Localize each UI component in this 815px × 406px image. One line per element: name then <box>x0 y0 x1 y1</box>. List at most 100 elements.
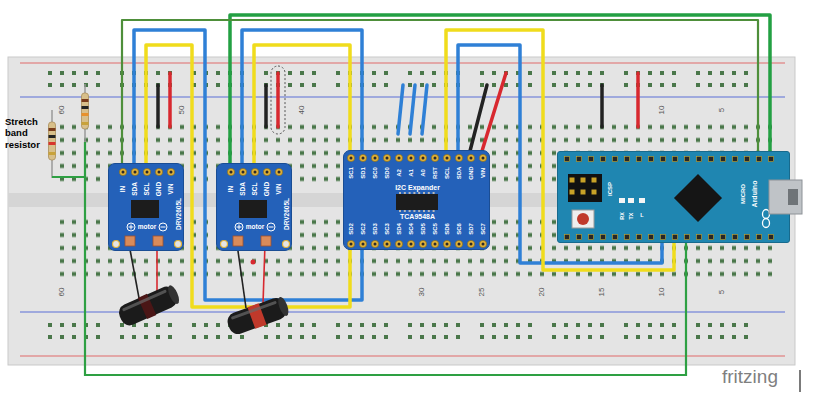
pin-pad <box>371 240 378 247</box>
breadboard-body <box>8 57 795 365</box>
pin-label: SCL <box>144 183 151 196</box>
pin-pad <box>431 154 438 161</box>
pin-pad <box>467 240 474 247</box>
address-jumper <box>410 85 415 134</box>
led-label: RX <box>620 212 626 220</box>
reset-button <box>572 210 594 228</box>
watermark: fritzing <box>722 366 778 389</box>
pin-hole <box>386 243 389 246</box>
pin-label: SD1 <box>360 167 366 179</box>
pin-hole <box>242 171 245 174</box>
header-pin <box>769 235 774 240</box>
motor-lead <box>237 244 246 308</box>
header-pin <box>745 157 750 162</box>
motor-pad <box>261 236 271 246</box>
motor-pad <box>125 236 135 246</box>
pin-pad <box>455 154 462 161</box>
ground-jumper <box>600 85 604 127</box>
terminal-label: motor <box>246 224 264 231</box>
pin-label: GND <box>468 166 474 179</box>
resistor-band <box>49 142 56 145</box>
pin-hole <box>350 243 353 246</box>
header-pin <box>721 235 726 240</box>
minus-symbol <box>267 223 275 231</box>
motor-lead <box>129 244 139 298</box>
pin-hole <box>470 157 473 160</box>
column-number: 5 <box>718 289 726 295</box>
pin-hole <box>470 243 473 246</box>
chip-name: TCA9548A <box>400 213 435 220</box>
icsp-pin <box>570 190 575 195</box>
pin-hole <box>434 243 437 246</box>
pin-hole <box>446 243 449 246</box>
header-pin <box>613 235 618 240</box>
pin-hole <box>458 157 461 160</box>
pin-label: GND <box>264 182 271 196</box>
header-pin <box>661 157 666 162</box>
resistor-band <box>82 99 89 102</box>
pin-hole <box>350 157 353 160</box>
pin-pad <box>395 240 402 247</box>
pin-pad <box>479 154 486 161</box>
minus-symbol <box>161 227 166 228</box>
header-pin <box>757 235 762 240</box>
reset-cap <box>577 213 589 225</box>
column-number: 30 <box>418 287 426 298</box>
status-led <box>619 198 625 203</box>
pin-pad <box>119 168 126 175</box>
pin-label: SCL <box>252 183 259 196</box>
selection-outline <box>271 66 285 134</box>
icsp-pin <box>581 178 586 183</box>
minus-symbol <box>269 227 274 228</box>
address-jumper <box>398 85 403 134</box>
pin-hole <box>146 171 149 174</box>
pin-label: SC4 <box>408 223 414 235</box>
pin-pad <box>275 168 282 175</box>
header-pin <box>661 235 666 240</box>
logo-symbol <box>763 219 770 228</box>
part-label: Stretch band resistor <box>5 116 45 150</box>
pin-hole <box>386 157 389 160</box>
pin-hole <box>230 171 233 174</box>
pin-pad <box>479 240 486 247</box>
header-pin <box>589 157 594 162</box>
pin-pad <box>383 154 390 161</box>
pin-hole <box>398 243 401 246</box>
pin-hole <box>482 243 485 246</box>
rail-holes <box>44 319 764 343</box>
header-pin <box>637 157 642 162</box>
chip <box>131 200 159 218</box>
header-pin <box>733 235 738 240</box>
header-pin <box>625 157 630 162</box>
motor-lead <box>263 244 265 304</box>
header-pin <box>565 235 570 240</box>
wire <box>230 15 770 163</box>
board-name: DRV2605L <box>284 198 291 230</box>
column-number: 5 <box>718 107 726 113</box>
board-name: DRV2605L <box>176 198 183 230</box>
resistor-band <box>82 106 89 109</box>
mounting-hole <box>113 241 120 248</box>
header-pin <box>589 235 594 240</box>
pin-pad <box>359 240 366 247</box>
ground-jumper <box>156 85 160 127</box>
analog-wire <box>85 142 686 375</box>
pin-hole <box>398 157 401 160</box>
header-pin <box>745 235 750 240</box>
resistor-band <box>49 152 56 155</box>
resistor-band <box>82 122 89 125</box>
pin-label: SC7 <box>480 223 486 235</box>
pin-label: VIN <box>168 184 175 195</box>
motor-pad <box>233 236 243 246</box>
pin-label: SC6 <box>456 223 462 235</box>
motor-end <box>276 296 290 318</box>
vibration-motor <box>116 282 182 328</box>
icsp-pin <box>592 190 597 195</box>
header-pin <box>577 157 582 162</box>
mounting-hole <box>283 241 290 248</box>
board-art <box>344 151 491 251</box>
header-pin <box>637 235 642 240</box>
wire <box>122 20 758 163</box>
